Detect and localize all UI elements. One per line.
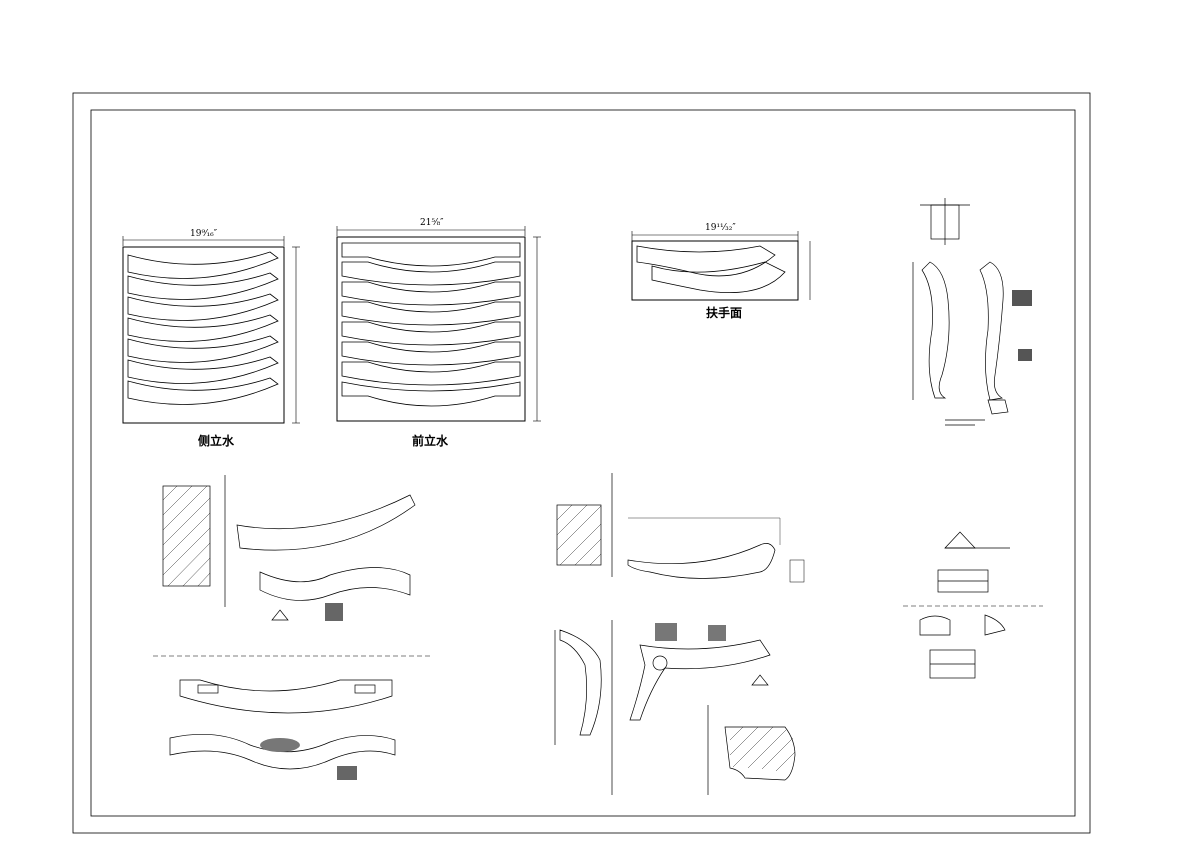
front-rail-width-dim: 21⁵⁄₈″ (420, 218, 444, 228)
outer-frame (72, 92, 1091, 834)
side-rail-label: 侧立水 (198, 434, 235, 448)
armrest-face-label: 扶手面 (706, 306, 743, 320)
armrest-detail (556, 473, 805, 583)
armrest-bracket (554, 620, 771, 795)
armrest-nest (631, 231, 811, 301)
leg-detail (912, 198, 1032, 426)
corner-bracket-detail (919, 531, 1010, 679)
armrest-width-dim: 19¹¹⁄₃₂″ (705, 223, 736, 233)
side-rail-width-dim: 19⁹⁄₁₆″ (190, 229, 218, 239)
side-rail-detail (162, 475, 416, 621)
front-rail-nest (336, 226, 541, 422)
front-rail-detail (169, 679, 396, 780)
side-rail-nest (122, 236, 300, 424)
inner-frame (90, 109, 1076, 817)
section-a-detail (724, 726, 796, 781)
front-rail-label: 前立水 (412, 434, 449, 448)
